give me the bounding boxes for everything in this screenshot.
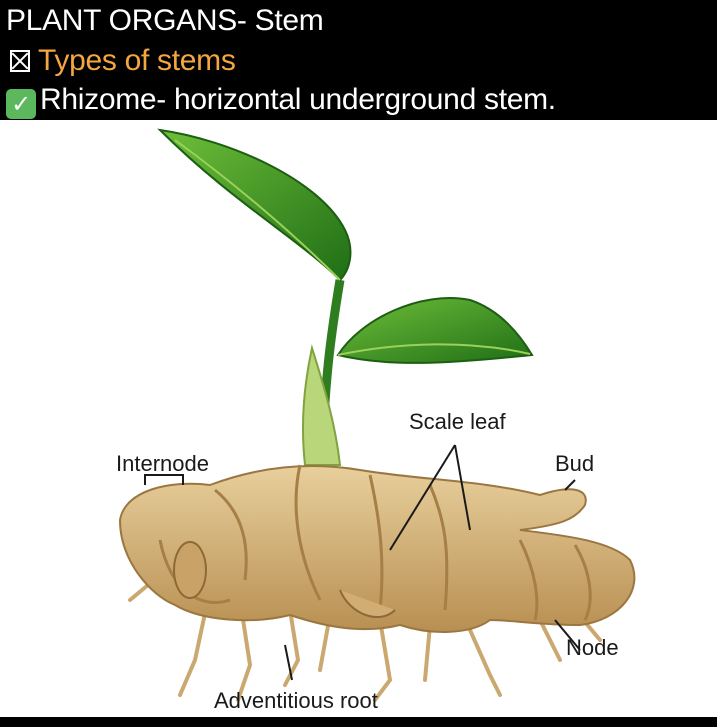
rhizome-body [118,464,636,633]
upper-leaf [157,128,352,282]
lower-leaf [336,297,534,364]
label-scale-leaf: Scale leaf [409,409,507,434]
bullet-types-of-stems: Types of stems [6,43,236,79]
label-internode: Internode [116,451,209,476]
bullet-rhizome-label: Rhizome- horizontal underground stem. [40,83,556,116]
footer-bar [0,717,717,727]
label-node: Node [566,635,619,660]
bullet-rhizome: ✓Rhizome- horizontal underground stem. [6,82,556,119]
page-title: PLANT ORGANS- Stem [6,4,324,37]
shoot [157,128,534,466]
bullet-types-label: Types of stems [38,44,236,77]
label-pointers [144,444,581,681]
adventitious-roots [128,573,602,702]
check-mark-icon: ✓ [6,89,36,119]
label-adventitious-root: Adventitious root [214,688,378,713]
header-banner: PLANT ORGANS- Stem Types of stems ✓Rhizo… [0,0,717,120]
crossed-box-icon [10,50,30,72]
rhizome-diagram: Internode Scale leaf Bud Node Adventitio… [116,128,636,713]
label-bud: Bud [555,451,594,476]
